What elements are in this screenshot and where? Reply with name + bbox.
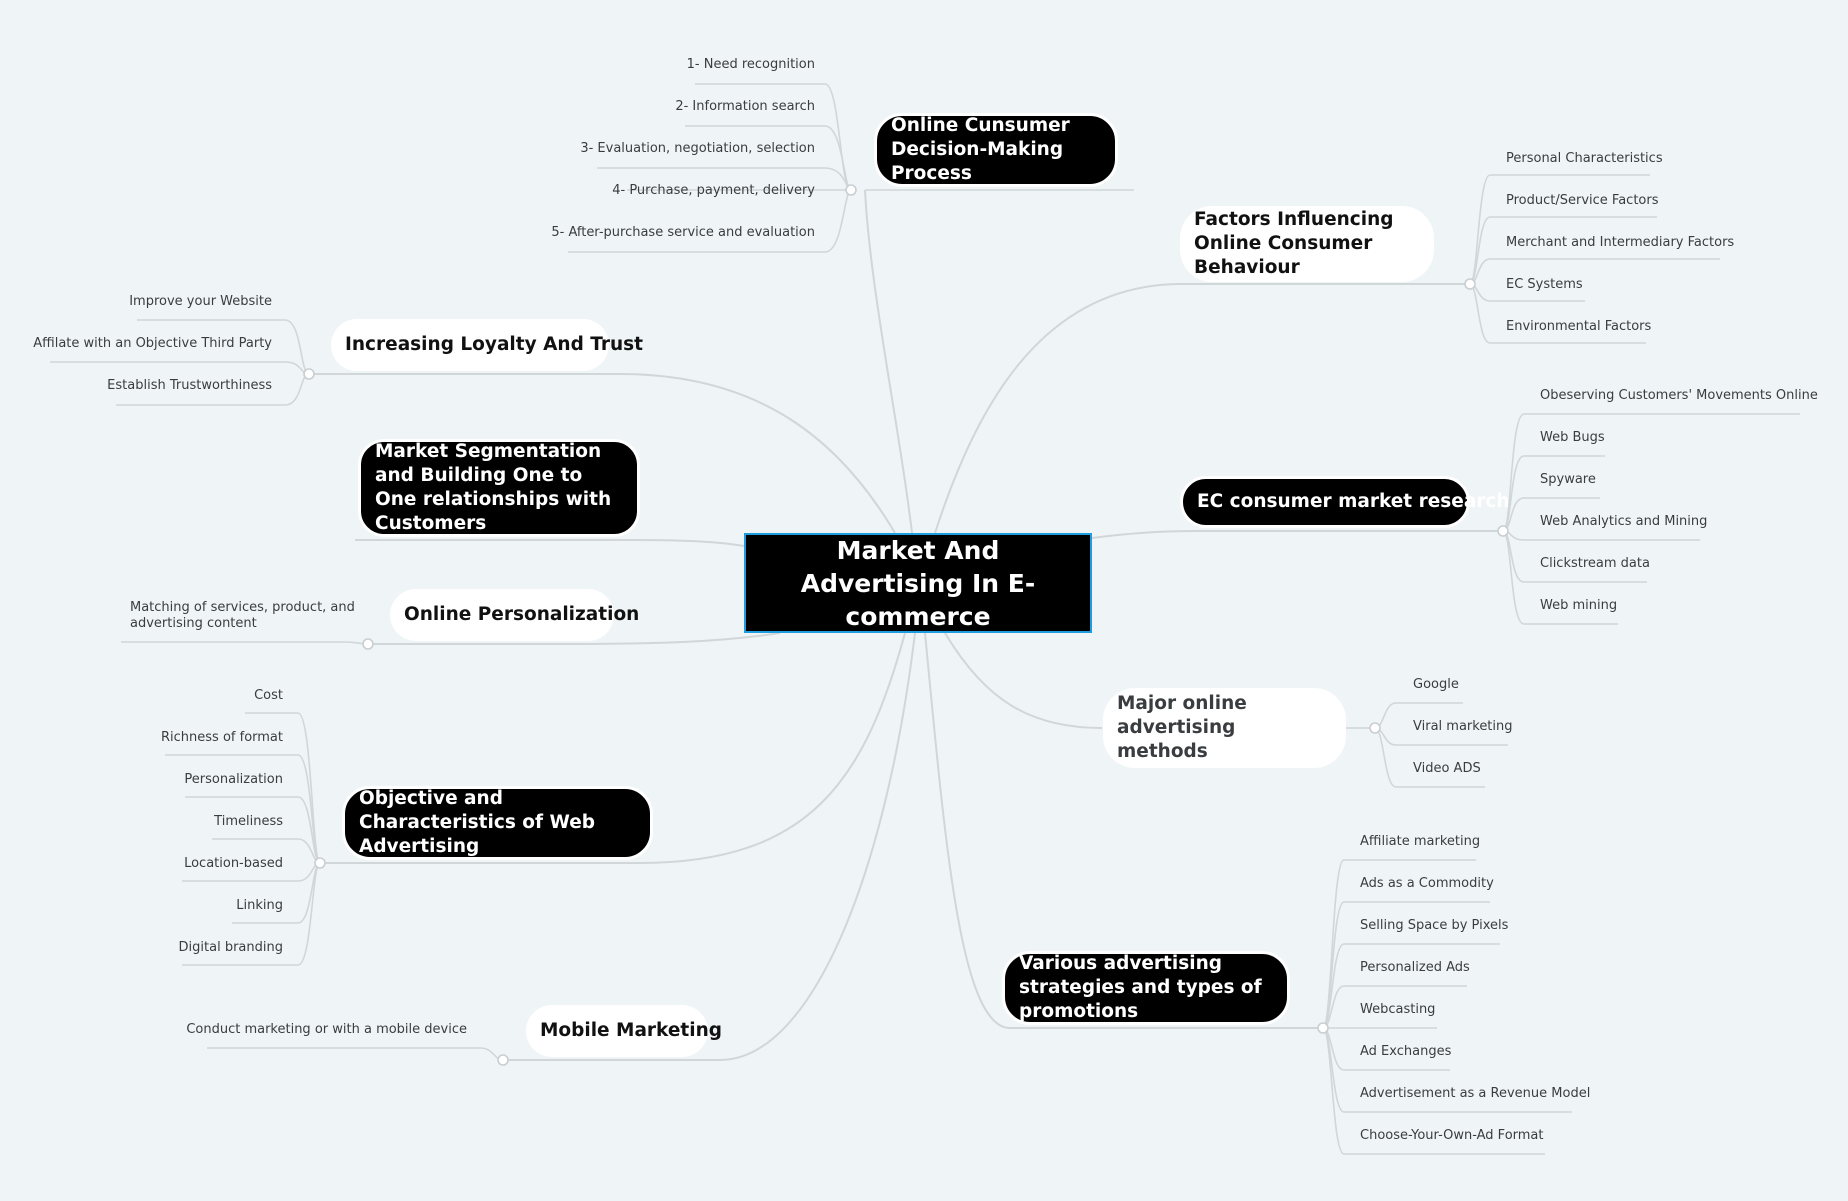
decision-item[interactable]: 5- After-purchase service and evaluation: [551, 225, 815, 240]
strategies-item[interactable]: Webcasting: [1360, 1002, 1436, 1017]
factors-item[interactable]: EC Systems: [1506, 277, 1583, 292]
objective-item[interactable]: Personalization: [184, 772, 283, 787]
methods-leaf-lines: [1342, 702, 1508, 788]
factors-leaf-lines: [1464, 174, 1720, 344]
methods-item[interactable]: Viral marketing: [1413, 719, 1513, 734]
branch-decision: [864, 189, 913, 534]
strategies-item[interactable]: Affiliate marketing: [1360, 834, 1481, 849]
branch-strategies: [924, 632, 1323, 1029]
research-item[interactable]: Web mining: [1540, 598, 1618, 613]
topic-decision-making[interactable]: Online Cunsumer Decision-Making Process: [874, 113, 1118, 187]
topic-ec-market-research[interactable]: EC consumer market research: [1180, 476, 1510, 528]
topic-advertising-strategies[interactable]: Various advertising strategies and types…: [1002, 951, 1290, 1025]
topic-loyalty-trust[interactable]: Increasing Loyalty And Trust: [331, 319, 643, 371]
topic-advertising-methods[interactable]: Major online advertising methods: [1103, 688, 1346, 768]
decision-item[interactable]: 3- Evaluation, negotiation, selection: [580, 141, 815, 156]
central-topic[interactable]: Market And Advertising In E-commerce: [744, 533, 1092, 633]
mobile-leaf-lines: [207, 1047, 509, 1066]
objective-leaf-lines: [165, 712, 326, 966]
branch-personalization: [368, 632, 781, 645]
loyalty-item[interactable]: Improve your Website: [129, 294, 272, 309]
strategies-item[interactable]: Personalized Ads: [1360, 960, 1470, 975]
strategies-item[interactable]: Choose-Your-Own-Ad Format: [1360, 1128, 1544, 1143]
factors-item[interactable]: Merchant and Intermediary Factors: [1506, 235, 1735, 250]
mobile-item[interactable]: Conduct marketing or with a mobile devic…: [186, 1022, 467, 1037]
branch-loyalty: [310, 373, 896, 534]
branch-mobile: [503, 632, 916, 1061]
strategies-item[interactable]: Ad Exchanges: [1360, 1044, 1452, 1059]
objective-item[interactable]: Cost: [254, 688, 283, 703]
topic-market-segmentation[interactable]: Market Segmentation and Building One to …: [358, 439, 640, 537]
strategies-item[interactable]: Selling Space by Pixels: [1360, 918, 1509, 933]
decision-item[interactable]: 1- Need recognition: [686, 57, 815, 72]
personalization-item[interactable]: Matching of services, product, and adver…: [130, 600, 355, 631]
decision-item[interactable]: 4- Purchase, payment, delivery: [612, 183, 815, 198]
methods-item[interactable]: Google: [1413, 677, 1459, 692]
topic-online-personalization[interactable]: Online Personalization: [390, 589, 639, 641]
branch-segmentation: [355, 539, 745, 547]
factors-item[interactable]: Product/Service Factors: [1506, 193, 1659, 208]
strategies-leaf-lines: [1317, 859, 1572, 1155]
objective-item[interactable]: Linking: [236, 898, 283, 913]
loyalty-leaf-lines: [50, 319, 315, 406]
factors-item[interactable]: Personal Characteristics: [1506, 151, 1663, 166]
factors-item[interactable]: Environmental Factors: [1506, 319, 1652, 334]
research-item[interactable]: Obeserving Customers' Movements Online: [1540, 388, 1818, 403]
topic-web-advertising-objectives[interactable]: Objective and Characteristics of Web Adv…: [342, 786, 653, 860]
objective-item[interactable]: Timeliness: [214, 814, 283, 829]
objective-item[interactable]: Richness of format: [161, 730, 283, 745]
branch-research: [1091, 530, 1503, 539]
strategies-item[interactable]: Advertisement as a Revenue Model: [1360, 1086, 1591, 1101]
research-item[interactable]: Web Analytics and Mining: [1540, 514, 1708, 529]
objective-item[interactable]: Location-based: [184, 856, 283, 871]
research-item[interactable]: Clickstream data: [1540, 556, 1650, 571]
topic-mobile-marketing[interactable]: Mobile Marketing: [526, 1005, 722, 1057]
strategies-item[interactable]: Ads as a Commodity: [1360, 876, 1494, 891]
personalization-leaf-lines: [121, 638, 374, 650]
objective-item[interactable]: Digital branding: [178, 940, 283, 955]
research-item[interactable]: Spyware: [1540, 472, 1596, 487]
branch-objective: [320, 632, 906, 864]
decision-item[interactable]: 2- Information search: [675, 99, 815, 114]
research-leaf-lines: [1497, 413, 1800, 625]
branch-factors: [934, 283, 1470, 534]
decision-leaf-lines: [568, 83, 1134, 253]
methods-item[interactable]: Video ADS: [1413, 761, 1481, 776]
loyalty-item[interactable]: Affilate with an Objective Third Party: [33, 336, 272, 351]
topic-factors[interactable]: Factors Influencing Online Consumer Beha…: [1180, 206, 1434, 282]
research-item[interactable]: Web Bugs: [1540, 430, 1605, 445]
branch-methods: [944, 632, 1103, 729]
loyalty-item[interactable]: Establish Trustworthiness: [107, 378, 272, 393]
